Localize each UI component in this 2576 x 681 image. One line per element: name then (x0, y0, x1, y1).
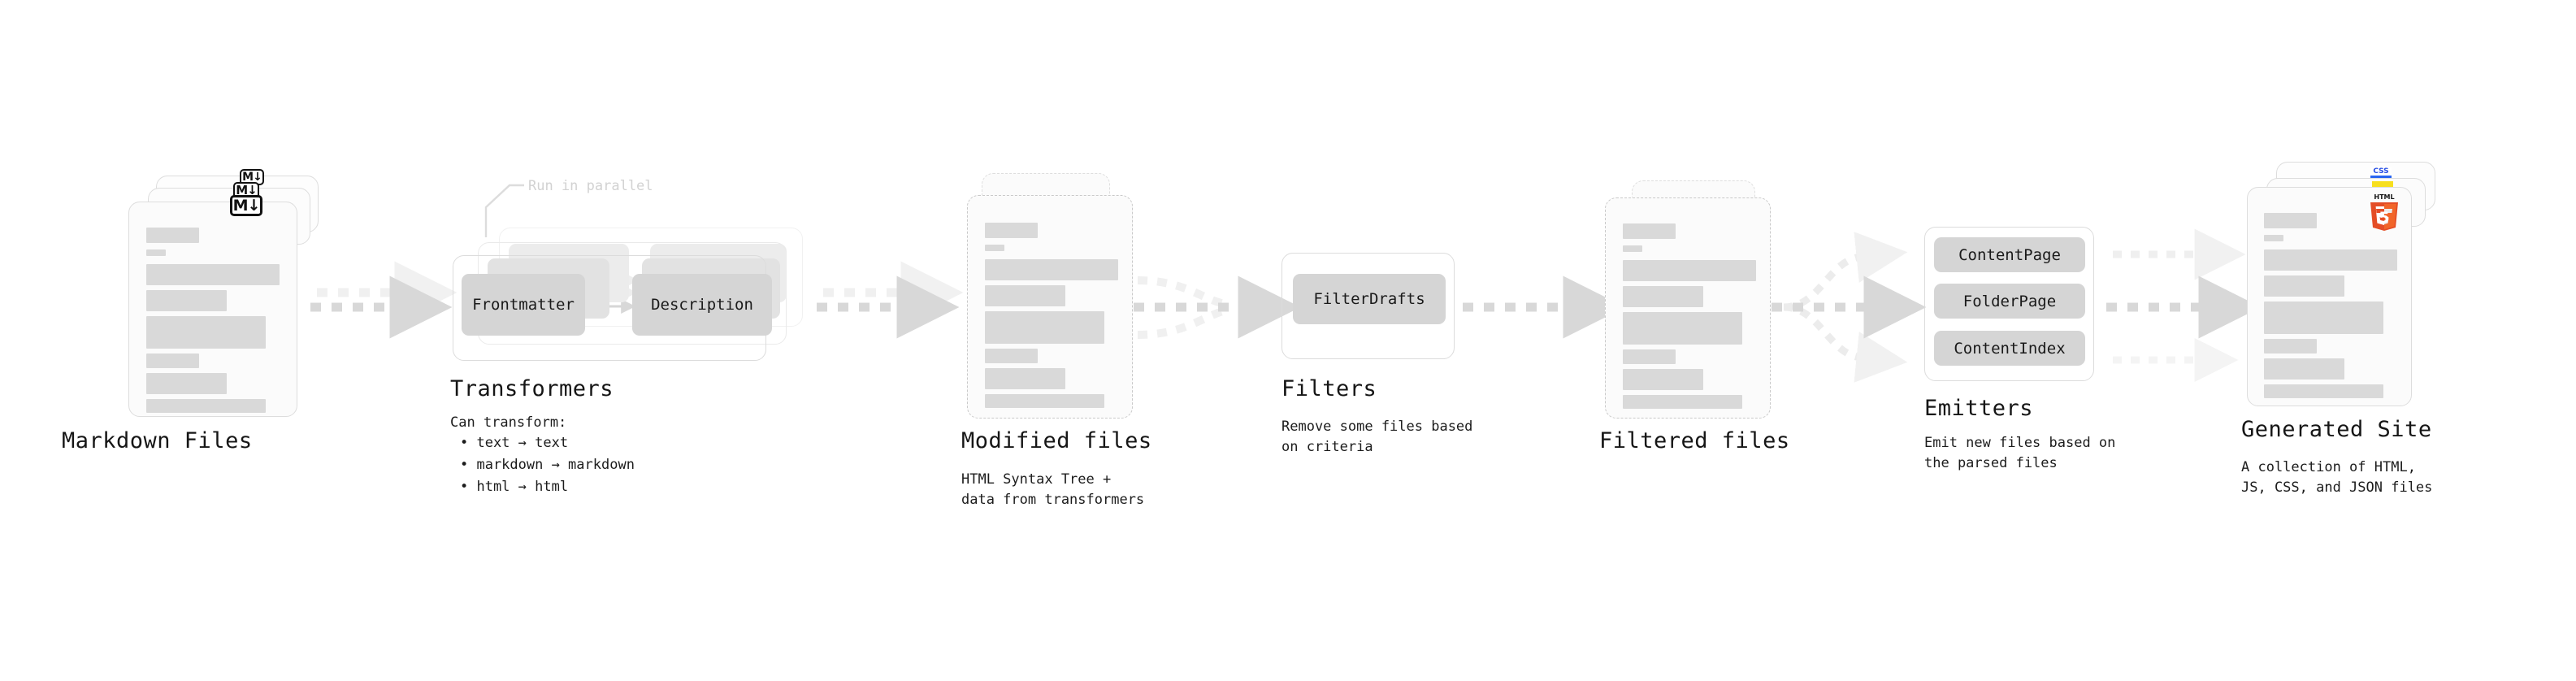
css-icon: CSS (2370, 167, 2392, 178)
html5-icon: HTML 5 (2367, 192, 2401, 231)
doc-bar (985, 245, 1004, 251)
arrow-filtered-to-emitters (1772, 232, 1927, 383)
markdown-card-front (128, 202, 297, 417)
chip-contentpage[interactable]: ContentPage (1934, 237, 2085, 272)
doc-bar (146, 228, 199, 243)
stage-title-markdown-files: Markdown Files (62, 428, 253, 453)
doc-bar (2264, 358, 2344, 380)
doc-bar (146, 354, 199, 368)
doc-bar (1623, 349, 1676, 364)
doc-bar (985, 349, 1038, 363)
doc-bar (2264, 249, 2397, 271)
chip-filterdrafts[interactable]: FilterDrafts (1293, 274, 1446, 324)
doc-bar (146, 316, 266, 349)
markdown-icon-mid: M↓ (233, 182, 259, 199)
doc-bar (985, 311, 1104, 344)
doc-bar (2264, 213, 2317, 228)
svg-text:HTML: HTML (2374, 193, 2394, 201)
doc-bar (146, 399, 266, 413)
doc-bar (146, 373, 227, 394)
doc-bar (1623, 312, 1742, 345)
chip-description[interactable]: Description (632, 274, 772, 336)
run-in-parallel-label: Run in parallel (528, 178, 653, 194)
stage-title-transformers: Transformers (450, 376, 614, 401)
arrow-emitters-to-site (2106, 228, 2262, 382)
doc-bar (985, 223, 1038, 238)
chip-folderpage[interactable]: FolderPage (1934, 284, 2085, 319)
doc-bar (1623, 395, 1742, 409)
emitters-box (1924, 227, 2094, 381)
svg-text:5: 5 (2379, 209, 2389, 227)
stage-title-modified-files: Modified files (961, 428, 1152, 453)
doc-bar (2264, 301, 2383, 334)
doc-bar (985, 285, 1065, 306)
modified-card-front (967, 195, 1133, 419)
doc-bar (2264, 339, 2317, 354)
doc-bar (1623, 286, 1703, 307)
doc-bar (2264, 384, 2383, 398)
doc-bar (985, 368, 1065, 389)
doc-bar (1623, 260, 1756, 281)
chip-frontmatter[interactable]: Frontmatter (462, 274, 585, 336)
stage-desc-transformers-b3: • html → html (460, 479, 569, 495)
stage-title-filters: Filters (1281, 376, 1377, 401)
markdown-icon-back: M↓ (240, 169, 264, 185)
stage-desc-modified-files: HTML Syntax Tree + data from transformer… (961, 471, 1145, 508)
stage-desc-transformers-head: Can transform: (450, 414, 567, 431)
stage-desc-emitters: Emit new files based on the parsed files (1924, 435, 2116, 471)
stage-title-emitters: Emitters (1924, 396, 2034, 421)
doc-bar (1623, 369, 1703, 390)
doc-bar (2264, 235, 2283, 241)
markdown-icon-front: M↓ (230, 195, 262, 216)
stage-desc-transformers-b1: • text → text (460, 435, 569, 451)
doc-bar (985, 259, 1118, 280)
arrow-markdown-to-transformers (310, 261, 458, 339)
doc-bar (146, 249, 166, 256)
doc-bar (985, 394, 1104, 408)
doc-bar (146, 290, 227, 311)
stage-desc-filters: Remove some files based on criteria (1281, 419, 1473, 455)
doc-bar (2264, 275, 2344, 297)
doc-bar (146, 264, 280, 285)
filtered-card-front (1605, 197, 1771, 419)
filters-box (1281, 253, 1455, 359)
doc-bar (1623, 223, 1676, 239)
arrow-transformers-to-modified (817, 261, 964, 339)
chip-contentindex[interactable]: ContentIndex (1934, 331, 2085, 366)
doc-bar (1623, 245, 1642, 252)
stage-desc-transformers-b2: • markdown → markdown (460, 457, 635, 473)
arrow-modified-to-filters (1134, 275, 1301, 339)
stage-title-filtered-files: Filtered files (1599, 428, 1790, 453)
stage-desc-generated-site: A collection of HTML, JS, CSS, and JSON … (2241, 459, 2433, 496)
stage-title-generated-site: Generated Site (2241, 417, 2432, 442)
